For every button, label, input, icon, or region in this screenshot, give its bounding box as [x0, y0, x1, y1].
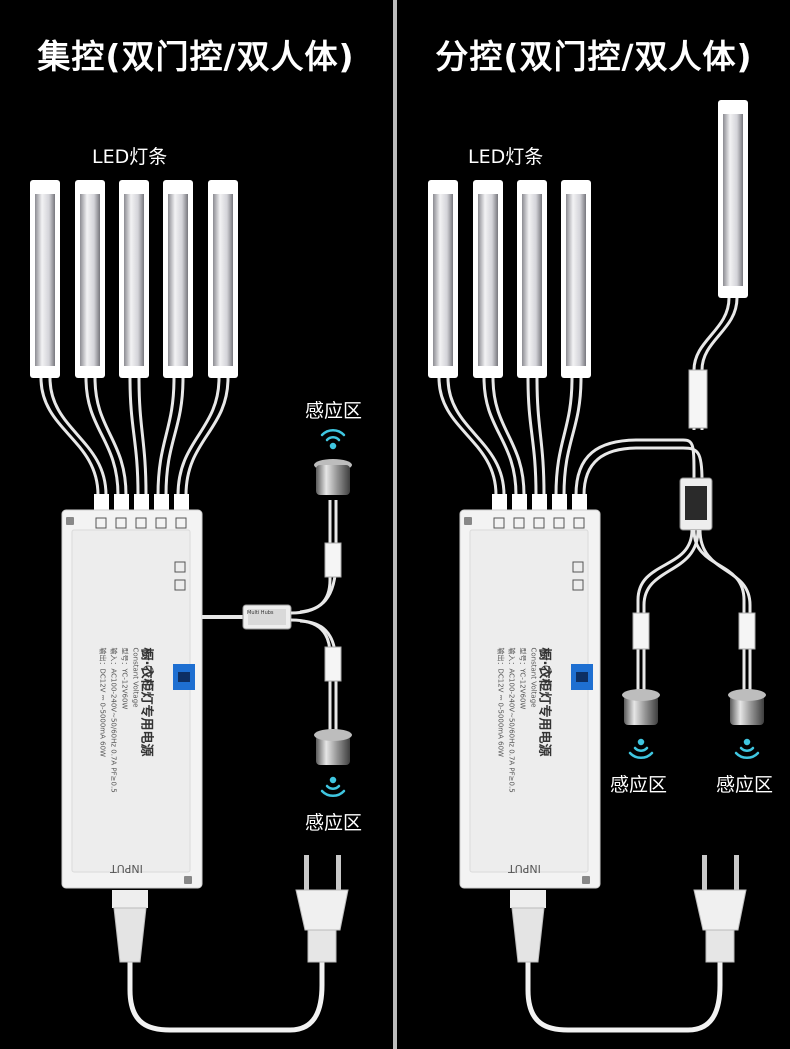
led-bar: [517, 180, 547, 378]
sensor-bottom: [314, 729, 352, 765]
sensor-left: [622, 689, 660, 725]
psu-model: 型号：YC-12V60W: [518, 647, 527, 710]
psu-text-area: 橱·衣柜灯专用电源 Constant Voltage 型号：YC-12V60W …: [460, 510, 600, 888]
hub-label: Multi Hubs: [247, 610, 274, 616]
wave-icon: [320, 428, 346, 450]
psu-input: 输入：AC100-240V~50/60Hz 0.7A PF≥0.5: [507, 647, 516, 793]
led-wires: [39, 377, 230, 496]
psu-text-area: 橱·衣柜灯专用电源 Constant Voltage 型号：YC-12V60W …: [62, 510, 202, 888]
psu-input: 输入：AC100-240V~50/60Hz 0.7A PF≥0.5: [109, 647, 118, 793]
sensor-connector: [324, 646, 342, 682]
switch-module: [679, 477, 713, 531]
psu-plug: [112, 890, 148, 963]
psu-input-port: INPUT: [508, 862, 541, 875]
sensor-connector: [324, 542, 342, 578]
psu-cv: Constant Voltage: [131, 647, 140, 708]
led-bars: [428, 100, 748, 378]
right-panel: 分控(双门控/双人体) LED灯条 感应区 感应区 橱·衣柜灯专用电源 Cons…: [398, 0, 790, 1049]
psu-output: 输出：DC12V ⎓ 0-5000mA 60W: [496, 647, 505, 757]
left-diagram: [30, 180, 352, 1033]
left-panel: 集控(双门控/双人体) LED灯条 感应区 感应区 橱·衣柜灯专用电源 Cons…: [0, 0, 392, 1049]
page-title: 集控(双门控/双人体): [37, 37, 355, 76]
sensor-zone-label: 感应区: [305, 812, 363, 834]
wire-connectors: [492, 494, 587, 512]
psu-title: 橱·衣柜灯专用电源: [138, 647, 154, 757]
wire-connectors: [94, 494, 189, 512]
sensor-zone-label: 感应区: [610, 774, 668, 796]
led-strip-label: LED灯条: [468, 146, 544, 168]
wall-plug: [693, 855, 747, 963]
sensor-connector: [738, 612, 756, 650]
psu-cv: Constant Voltage: [529, 647, 538, 708]
psu-output: 输出：DC12V ⎓ 0-5000mA 60W: [98, 647, 107, 757]
wave-icon: [734, 738, 760, 760]
sensor-right: [728, 689, 766, 725]
panel-divider: [393, 0, 397, 1049]
sensor-zone-label: 感应区: [716, 774, 774, 796]
led-bar: [75, 180, 105, 378]
sensor-connector: [632, 612, 650, 650]
psu-model: 型号：YC-12V60W: [120, 647, 129, 710]
psu-plug: [510, 890, 546, 963]
led-bar: [473, 180, 503, 378]
sensor-wires: [290, 500, 338, 730]
psu-title: 橱·衣柜灯专用电源: [536, 647, 552, 757]
sensor-zone-label: 感应区: [305, 400, 363, 422]
led-bar: [119, 180, 149, 378]
right-diagram: [428, 100, 766, 1033]
sensor-top: [314, 459, 352, 495]
led-strip-label: LED灯条: [92, 146, 168, 168]
led-bar: [428, 180, 458, 378]
wave-icon: [628, 738, 654, 760]
led-bar: [208, 180, 238, 378]
hub-module: [202, 604, 292, 630]
wave-icon: [320, 776, 346, 798]
sensor-wires: [636, 529, 752, 690]
led-bars: [30, 180, 238, 378]
led-bar: [718, 100, 748, 298]
led-wires: [437, 297, 739, 496]
power-supply: [61, 509, 203, 889]
led-bar: [163, 180, 193, 378]
power-supply: [459, 509, 601, 889]
led-bar: [30, 180, 60, 378]
page-title: 分控(双门控/双人体): [435, 37, 753, 76]
psu-input-port: INPUT: [110, 862, 143, 875]
led-bar: [561, 180, 591, 378]
led-connector: [688, 369, 708, 429]
power-cord: [127, 960, 325, 1033]
power-cord: [525, 960, 723, 1033]
wall-plug: [295, 855, 349, 963]
